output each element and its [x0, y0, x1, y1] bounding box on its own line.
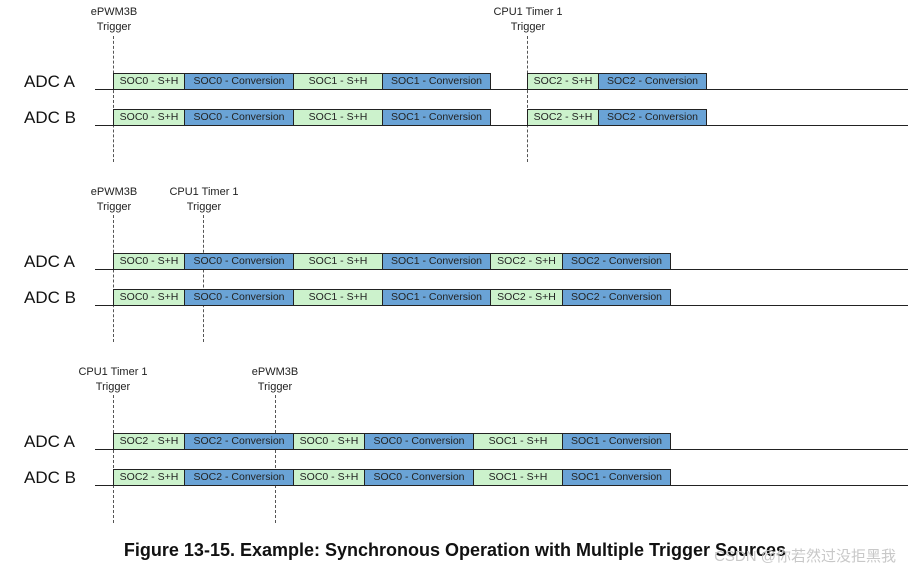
sample-hold-block: SOC0 - S+H: [113, 109, 185, 126]
conversion-block: SOC0 - Conversion: [184, 253, 294, 270]
conversion-block: SOC0 - Conversion: [364, 469, 474, 486]
sample-hold-block: SOC2 - S+H: [490, 289, 563, 306]
sample-hold-block: SOC0 - S+H: [293, 433, 365, 450]
trigger-dashed-line: [113, 36, 114, 162]
conversion-block: SOC0 - Conversion: [184, 109, 294, 126]
trigger-word: Trigger: [96, 21, 132, 33]
trigger-word: Trigger: [95, 381, 131, 393]
adc-label: ADC A: [24, 432, 76, 451]
figure-caption: Figure 13-15. Example: Synchronous Opera…: [123, 540, 787, 560]
sample-hold-block: SOC1 - S+H: [293, 109, 383, 126]
trigger-label: ePWM3B Trigger: [69, 185, 159, 215]
trigger-dashed-line: [113, 395, 114, 523]
sample-hold-block: SOC1 - S+H: [293, 289, 383, 306]
trigger-dashed-line: [527, 36, 528, 162]
conversion-block: SOC1 - Conversion: [562, 433, 671, 450]
trigger-word: Trigger: [186, 201, 222, 213]
sample-hold-block: SOC0 - S+H: [293, 469, 365, 486]
conversion-block: SOC2 - Conversion: [562, 253, 671, 270]
sample-hold-block: SOC2 - S+H: [527, 109, 599, 126]
sample-hold-block: SOC1 - S+H: [473, 433, 563, 450]
sample-hold-block: SOC1 - S+H: [293, 73, 383, 90]
conversion-block: SOC2 - Conversion: [598, 109, 707, 126]
trigger-word: Trigger: [257, 381, 293, 393]
trigger-source: CPU1 Timer 1: [493, 6, 563, 18]
conversion-block: SOC2 - Conversion: [562, 289, 671, 306]
conversion-block: SOC0 - Conversion: [364, 433, 474, 450]
trigger-dashed-line: [275, 395, 276, 523]
trigger-label: ePWM3B Trigger: [69, 5, 159, 35]
sample-hold-block: SOC2 - S+H: [490, 253, 563, 270]
adc-label: ADC A: [24, 72, 76, 91]
conversion-block: SOC2 - Conversion: [184, 469, 294, 486]
trigger-source: ePWM3B: [251, 366, 299, 378]
conversion-block: SOC1 - Conversion: [562, 469, 671, 486]
trigger-label: ePWM3B Trigger: [230, 365, 320, 395]
sample-hold-block: SOC1 - S+H: [473, 469, 563, 486]
timeline-baseline: [95, 89, 908, 90]
trigger-source: ePWM3B: [90, 186, 138, 198]
adc-label: ADC B: [24, 468, 76, 487]
trigger-dashed-line: [113, 215, 114, 342]
sample-hold-block: SOC2 - S+H: [113, 433, 185, 450]
trigger-label: CPU1 Timer 1 Trigger: [159, 185, 249, 215]
watermark: CSDN @你若然过没拒黑我: [714, 548, 896, 565]
conversion-block: SOC1 - Conversion: [382, 253, 491, 270]
conversion-block: SOC1 - Conversion: [382, 289, 491, 306]
trigger-label: CPU1 Timer 1 Trigger: [483, 5, 573, 35]
adc-label: ADC A: [24, 252, 76, 271]
trigger-dashed-line: [203, 215, 204, 342]
trigger-label: CPU1 Timer 1 Trigger: [68, 365, 158, 395]
conversion-block: SOC0 - Conversion: [184, 289, 294, 306]
conversion-block: SOC0 - Conversion: [184, 73, 294, 90]
conversion-block: SOC2 - Conversion: [184, 433, 294, 450]
sample-hold-block: SOC0 - S+H: [113, 289, 185, 306]
sample-hold-block: SOC1 - S+H: [293, 253, 383, 270]
trigger-word: Trigger: [510, 21, 546, 33]
conversion-block: SOC1 - Conversion: [382, 109, 491, 126]
adc-label: ADC B: [24, 108, 76, 127]
adc-label: ADC B: [24, 288, 76, 307]
sample-hold-block: SOC0 - S+H: [113, 253, 185, 270]
sample-hold-block: SOC2 - S+H: [527, 73, 599, 90]
trigger-word: Trigger: [96, 201, 132, 213]
timeline-baseline: [95, 125, 908, 126]
sample-hold-block: SOC2 - S+H: [113, 469, 185, 486]
trigger-source: ePWM3B: [90, 6, 138, 18]
trigger-source: CPU1 Timer 1: [78, 366, 148, 378]
sample-hold-block: SOC0 - S+H: [113, 73, 185, 90]
trigger-source: CPU1 Timer 1: [169, 186, 239, 198]
conversion-block: SOC2 - Conversion: [598, 73, 707, 90]
conversion-block: SOC1 - Conversion: [382, 73, 491, 90]
